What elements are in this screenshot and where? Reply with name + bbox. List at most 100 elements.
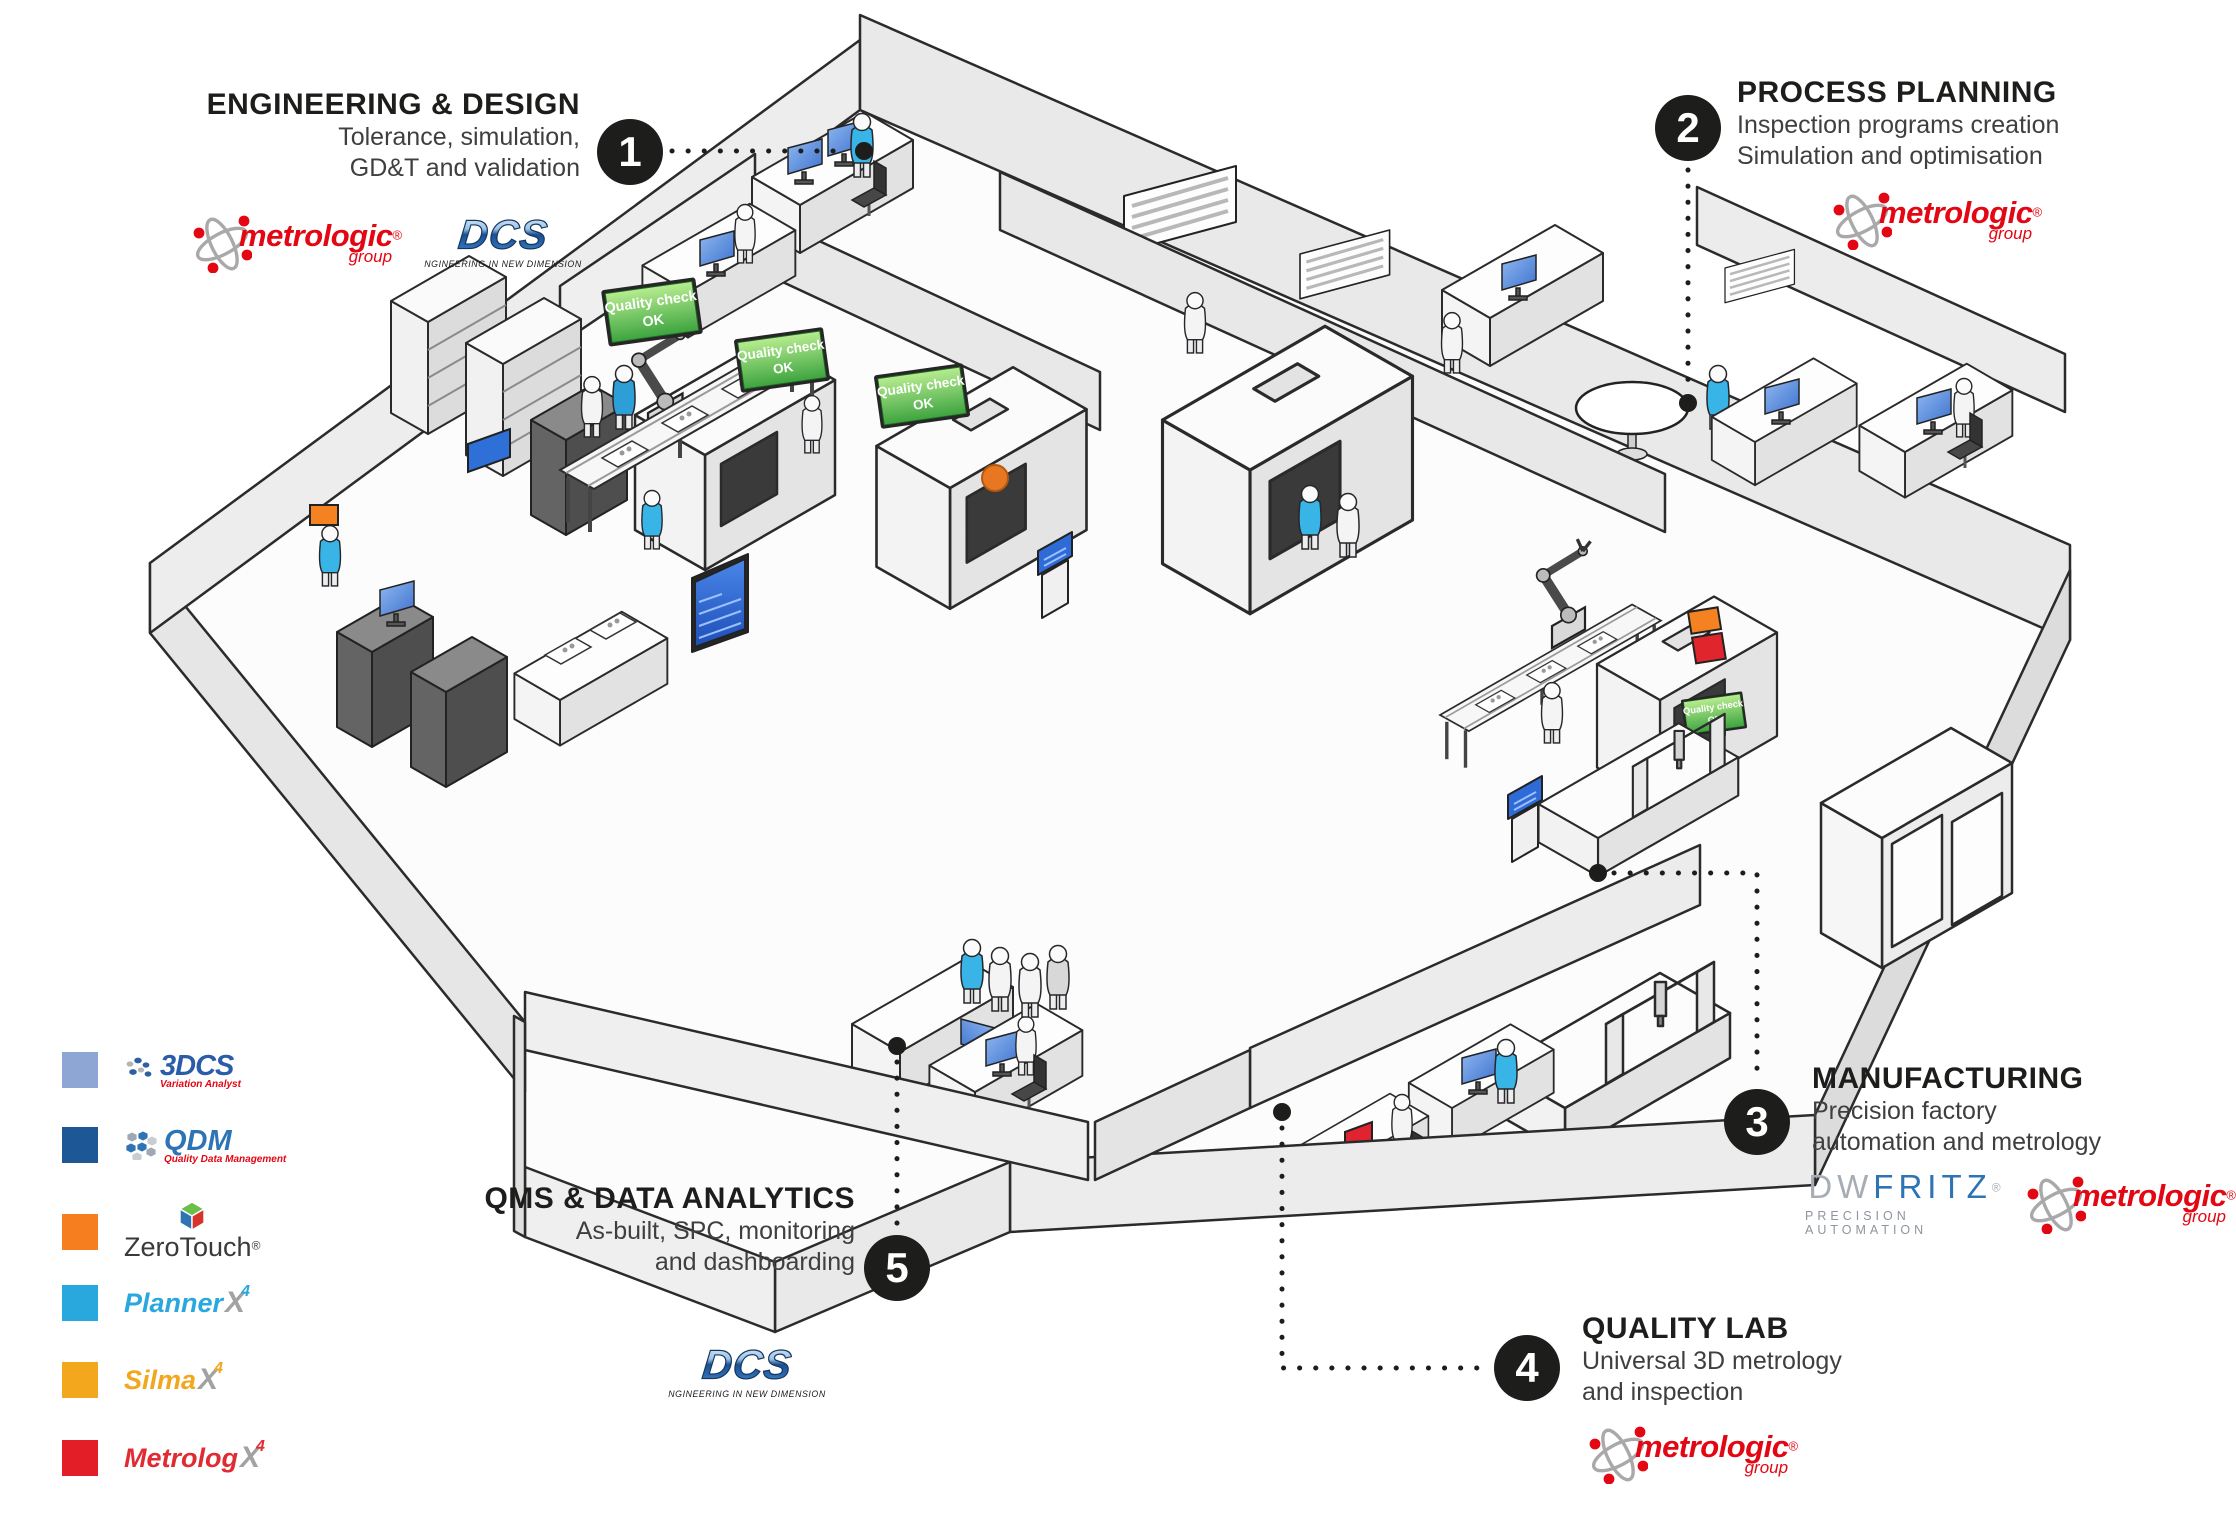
- product-x: X: [225, 1286, 246, 1319]
- quality-check-sign: Quality check OK: [873, 362, 971, 430]
- legend-item-qdm: QDM Quality Data Management: [62, 1125, 286, 1165]
- registered-mark: ®: [392, 227, 403, 243]
- section-desc-line: GD&T and validation: [349, 154, 580, 183]
- orange-screen: [309, 504, 339, 526]
- metrologic-sub: group: [2182, 1207, 2226, 1226]
- logos-process-planning: metrologic® group: [1832, 188, 2042, 250]
- step-badge-3: 3: [1724, 1089, 1790, 1155]
- atom-orbits-icon: [1833, 192, 1892, 250]
- section-title: PROCESS PLANNING: [1737, 76, 2057, 109]
- product-name: Silma: [124, 1364, 197, 1395]
- product-subtitle: Variation Analyst: [160, 1079, 241, 1090]
- bottom-left-tables: [309, 504, 669, 788]
- metrologic-group-logo: metrologic® group: [1832, 188, 2042, 250]
- dwfritz-fritz: FRITZ: [1873, 1168, 1992, 1205]
- dcs-tagline: ENGINEERING IN NEW DIMENSIONS: [424, 259, 582, 269]
- metrologic-sub: group: [1744, 1457, 1789, 1477]
- section-desc-line: As-built, SPC, monitoring: [575, 1216, 855, 1245]
- step-number: 1: [618, 128, 642, 175]
- svg-text:OK: OK: [772, 359, 794, 377]
- atom-orbits-icon: [2027, 1176, 2086, 1234]
- svg-text:OK: OK: [912, 395, 934, 413]
- legend-item-silmax4: Silma X 4: [62, 1360, 223, 1398]
- registered-mark: ®: [251, 1238, 261, 1253]
- section-desc-line: automation and metrology: [1812, 1128, 2102, 1157]
- logos-qms: DCS ENGINEERING IN NEW DIMENSIONS: [662, 1340, 832, 1404]
- metrologic-sub: group: [1988, 223, 2033, 243]
- step-badge-4: 4: [1494, 1335, 1560, 1401]
- logos-quality-lab: metrologic® group: [1588, 1422, 1798, 1484]
- metrologic-sub: group: [348, 246, 393, 266]
- step-badge-2: 2: [1655, 95, 1721, 161]
- callout-manufacturing: MANUFACTURING Precision factory automati…: [1812, 1062, 2236, 1159]
- section-desc-line: Simulation and optimisation: [1737, 142, 2043, 171]
- product-x: X: [198, 1363, 219, 1396]
- product-name: Planner: [124, 1287, 224, 1318]
- step-number: 4: [1515, 1344, 1539, 1391]
- metrologic-wordmark: metrologic: [1879, 194, 2033, 230]
- section-title: QMS & DATA ANALYTICS: [484, 1182, 855, 1215]
- color-swatch: [62, 1440, 98, 1476]
- legend-item-3dcs: 3DCS Variation Analyst: [62, 1050, 241, 1090]
- section-title: ENGINEERING & DESIGN: [206, 88, 580, 121]
- callout-qms-analytics: QMS & DATA ANALYTICS As-built, SPC, moni…: [425, 1182, 855, 1279]
- step-number: 3: [1745, 1098, 1769, 1145]
- metrologic-wordmark: metrologic: [1635, 1428, 1789, 1464]
- color-swatch: [62, 1052, 98, 1088]
- legend-item-plannerx4: Planner X 4: [62, 1283, 250, 1321]
- color-cube-icon: [178, 1201, 206, 1232]
- atom-orbits-icon: [193, 215, 252, 273]
- dcs-tagline: ENGINEERING IN NEW DIMENSIONS: [668, 1389, 826, 1399]
- step-badge-5: 5: [864, 1235, 930, 1301]
- product-legend: 3DCS Variation Analyst QDM Qual: [62, 1040, 362, 1510]
- product-sup: 4: [241, 1283, 250, 1300]
- storage-racks: [390, 255, 636, 536]
- dwfritz-logo: DWFRITZ® PRECISION AUTOMATION: [1805, 1168, 2004, 1237]
- dcs-logo: DCS ENGINEERING IN NEW DIMENSIONS: [662, 1340, 832, 1404]
- product-name: 3DCS: [160, 1050, 234, 1082]
- color-swatch: [62, 1285, 98, 1321]
- logos-manufacturing: DWFRITZ® PRECISION AUTOMATION metrologic…: [1805, 1168, 2236, 1237]
- dcs-wordmark: DCS: [700, 1342, 794, 1388]
- callout-process-planning: PROCESS PLANNING Inspection programs cre…: [1737, 76, 2207, 173]
- callout-quality-lab: QUALITY LAB Universal 3D metrology and i…: [1582, 1312, 1982, 1409]
- dcs-logo: DCS ENGINEERING IN NEW DIMENSIONS: [418, 210, 588, 274]
- section-title: QUALITY LAB: [1582, 1312, 1789, 1345]
- machining-line: Quality check OK Quality check OK Qualit…: [560, 276, 1088, 611]
- color-swatch: [62, 1362, 98, 1398]
- registered-mark: ®: [1991, 1180, 2001, 1195]
- color-swatch: [62, 1213, 98, 1250]
- product-name: ZeroTouch: [124, 1232, 252, 1262]
- product-name: Metrolog: [124, 1442, 238, 1473]
- step-number: 2: [1676, 104, 1700, 151]
- section-title: MANUFACTURING: [1812, 1062, 2084, 1095]
- color-swatch: [62, 1127, 98, 1163]
- callout-engineering-design: ENGINEERING & DESIGN Tolerance, simulati…: [150, 88, 580, 185]
- section-desc-line: and dashboarding: [654, 1248, 855, 1277]
- product-name: QDM: [164, 1125, 232, 1157]
- section-desc-line: Tolerance, simulation,: [338, 122, 580, 151]
- dots-cluster-icon: [126, 1057, 152, 1077]
- dcs-wordmark: DCS: [456, 212, 550, 258]
- dwfritz-dw: DW: [1808, 1168, 1874, 1205]
- metrologic-wordmark: metrologic: [239, 217, 393, 253]
- quality-check-sign: Quality check OK: [600, 276, 704, 348]
- registered-mark: ®: [2032, 204, 2043, 220]
- product-subtitle: Quality Data Management: [164, 1154, 287, 1165]
- metrologic-wordmark: metrologic: [2072, 1178, 2227, 1213]
- section-desc-line: and inspection: [1582, 1378, 1744, 1407]
- atom-orbits-icon: [1589, 1426, 1648, 1484]
- step-badge-1: 1: [597, 119, 663, 185]
- metrologic-group-logo: metrologic® group: [2026, 1172, 2236, 1234]
- registered-mark: ®: [1788, 1438, 1799, 1454]
- process-planning-office: [1440, 185, 2067, 499]
- quality-check-sign: Quality check OK: [733, 326, 831, 394]
- metrologic-group-logo: metrologic® group: [192, 211, 402, 273]
- hex-cluster-icon: [125, 1130, 158, 1160]
- legend-item-metrologx4: Metrolog X 4: [62, 1438, 265, 1476]
- product-sup: 4: [214, 1360, 223, 1377]
- section-desc-line: Inspection programs creation: [1737, 110, 2060, 139]
- section-desc-line: Universal 3D metrology: [1582, 1346, 1842, 1375]
